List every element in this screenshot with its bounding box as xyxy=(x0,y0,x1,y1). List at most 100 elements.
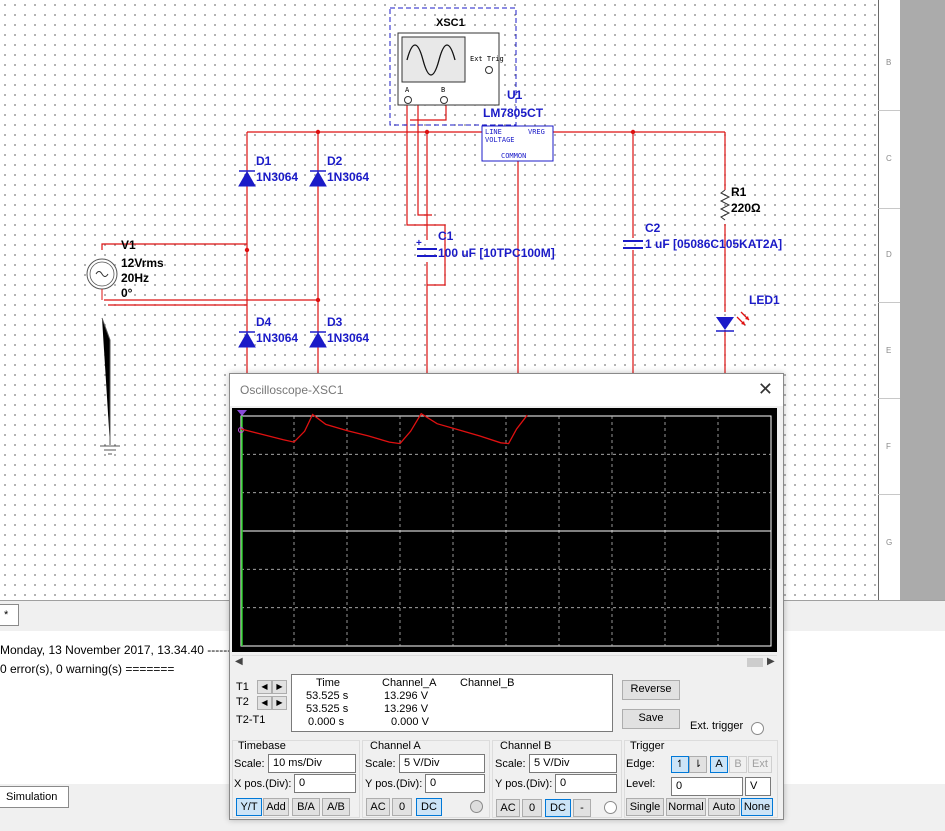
channel-b-ac-button[interactable]: AC xyxy=(496,799,520,817)
regulator-pin-common: COMMON xyxy=(501,152,527,160)
led-symbol xyxy=(716,311,750,332)
trigger-source-a-button[interactable]: A xyxy=(710,756,728,773)
readout-delta-time: 0.000 s xyxy=(308,716,345,728)
cursor-t2-label: T2 xyxy=(236,696,249,708)
c2-ref-label: C2 xyxy=(645,221,661,235)
border-tick xyxy=(878,398,900,399)
mode-yt-button[interactable]: Y/T xyxy=(236,798,262,816)
ext-trigger-terminal[interactable] xyxy=(751,722,764,735)
save-button[interactable]: Save xyxy=(622,709,680,729)
readout-delta-channel-a: 0.000 V xyxy=(391,716,429,728)
oscilloscope-window[interactable]: Oscilloscope-XSC1 ✕ ◀ ▶ T1 ◀ ▶ T2 ◀ ▶ T2… xyxy=(229,373,784,820)
schematic-workspace[interactable]: B C D E F G xyxy=(0,0,945,600)
channel-b-scale-field[interactable]: 5 V/Div xyxy=(529,754,617,773)
cursor-t1-marker-icon xyxy=(237,410,247,416)
timebase-xpos-field[interactable]: 0 xyxy=(294,774,356,793)
channel-b-ypos-field[interactable]: 0 xyxy=(555,774,617,793)
readout-header-time: Time xyxy=(316,677,341,689)
regulator-body xyxy=(481,125,554,162)
trigger-level-label: Level: xyxy=(626,778,656,790)
scope-pin-a-label: A xyxy=(405,86,410,94)
channel-a-scale-label: Scale: xyxy=(365,758,396,770)
cursor-readout-panel: Time Channel_A Channel_B 53.525 s 13.296… xyxy=(291,674,613,732)
mode-ab-button[interactable]: A/B xyxy=(322,798,350,816)
channel-a-title: Channel A xyxy=(370,740,421,752)
channel-b-dc-button[interactable]: DC xyxy=(545,799,571,817)
document-tab[interactable]: * xyxy=(0,604,19,626)
border-row-letter: D xyxy=(886,250,892,259)
led-ref-label: LED1 xyxy=(749,293,780,307)
channel-a-dc-button[interactable]: DC xyxy=(416,798,442,816)
timebase-group xyxy=(232,740,360,818)
channel-b-ypos-label: Y pos.(Div): xyxy=(495,778,553,790)
timebase-scale-label: Scale: xyxy=(234,758,265,770)
trigger-auto-button[interactable]: Auto xyxy=(708,798,740,816)
trigger-group xyxy=(624,740,778,818)
diode-d3-part: 1N3064 xyxy=(327,331,370,345)
oscilloscope-screen[interactable] xyxy=(232,408,777,652)
resistor-symbol xyxy=(719,189,731,221)
channel-a-trace xyxy=(240,412,528,445)
screen-horizontal-scrollbar[interactable]: ◀ ▶ xyxy=(232,655,777,670)
trigger-level-unit[interactable]: V xyxy=(745,777,771,796)
border-tick xyxy=(878,110,900,111)
diode-d1-ref: D1 xyxy=(256,154,272,168)
diode-d2-ref: D2 xyxy=(327,154,343,168)
t1-right-arrow-icon[interactable]: ▶ xyxy=(272,680,287,694)
trigger-level-field[interactable]: 0 xyxy=(671,777,743,796)
trigger-single-button[interactable]: Single xyxy=(626,798,664,816)
log-line-timestamp: Monday, 13 November 2017, 13.34.40 -----… xyxy=(0,643,232,657)
channel-a-scale-field[interactable]: 5 V/Div xyxy=(399,754,485,773)
channel-a-zero-button[interactable]: 0 xyxy=(392,798,412,816)
border-row-letter: G xyxy=(886,538,893,547)
c1-value-label: 100 uF [10TPC100M] xyxy=(438,246,555,260)
channel-b-title: Channel B xyxy=(500,740,552,752)
c1-polarity-plus: + xyxy=(416,238,422,249)
channel-b-terminal[interactable] xyxy=(604,801,617,814)
border-tick xyxy=(878,494,900,495)
close-icon[interactable]: ✕ xyxy=(757,379,773,399)
readout-header-channel-a: Channel_A xyxy=(382,677,437,689)
regulator-pin-voltage: VOLTAGE xyxy=(485,136,515,144)
falling-edge-icon[interactable]: ⇂ xyxy=(689,756,707,773)
diode-d3-ref: D3 xyxy=(327,315,343,329)
timebase-xpos-label: X pos.(Div): xyxy=(234,778,292,790)
scroll-left-icon[interactable]: ◀ xyxy=(235,656,243,667)
border-tick xyxy=(878,302,900,303)
mode-ba-button[interactable]: B/A xyxy=(292,798,320,816)
junctions xyxy=(244,129,636,303)
t1-left-arrow-icon[interactable]: ◀ xyxy=(257,680,272,694)
t2-left-arrow-icon[interactable]: ◀ xyxy=(257,696,272,710)
channel-a-group xyxy=(362,740,490,818)
reverse-button[interactable]: Reverse xyxy=(622,680,680,700)
mode-add-button[interactable]: Add xyxy=(263,798,289,816)
sheet-border xyxy=(878,0,901,600)
readout-t1-channel-a: 13.296 V xyxy=(384,690,429,702)
scope-ext-trig-label: Ext Trig xyxy=(470,55,504,63)
trigger-source-ext-button[interactable]: Ext xyxy=(748,756,772,773)
trigger-normal-button[interactable]: Normal xyxy=(666,798,706,816)
timebase-scale-field[interactable]: 10 ms/Div xyxy=(268,754,356,773)
source-phase-label: 0° xyxy=(121,286,133,300)
channel-b-invert-button[interactable]: - xyxy=(573,799,591,817)
simulation-tab[interactable]: Simulation xyxy=(0,786,69,808)
readout-header-channel-b: Channel_B xyxy=(460,677,515,689)
channel-a-ypos-field[interactable]: 0 xyxy=(425,774,485,793)
channel-a-ac-button[interactable]: AC xyxy=(366,798,390,816)
scope-screen-icon xyxy=(401,36,466,83)
channel-a-terminal[interactable] xyxy=(470,800,483,813)
readout-t2-channel-a: 13.296 V xyxy=(384,703,429,715)
channel-b-zero-button[interactable]: 0 xyxy=(522,799,542,817)
scroll-thumb[interactable] xyxy=(747,658,763,667)
trigger-none-button[interactable]: None xyxy=(741,798,773,816)
scope-ref-label: XSC1 xyxy=(436,17,465,29)
t2-right-arrow-icon[interactable]: ▶ xyxy=(272,696,287,710)
border-row-letter: C xyxy=(886,154,892,163)
trigger-edge-label: Edge: xyxy=(626,758,655,770)
trigger-source-b-button[interactable]: B xyxy=(729,756,747,773)
oscilloscope-title-bar[interactable]: Oscilloscope-XSC1 ✕ xyxy=(230,374,783,406)
timebase-title: Timebase xyxy=(238,740,286,752)
rising-edge-icon[interactable]: ↿ xyxy=(671,756,689,773)
oscilloscope-title: Oscilloscope-XSC1 xyxy=(240,383,344,397)
scroll-right-icon[interactable]: ▶ xyxy=(767,656,775,667)
